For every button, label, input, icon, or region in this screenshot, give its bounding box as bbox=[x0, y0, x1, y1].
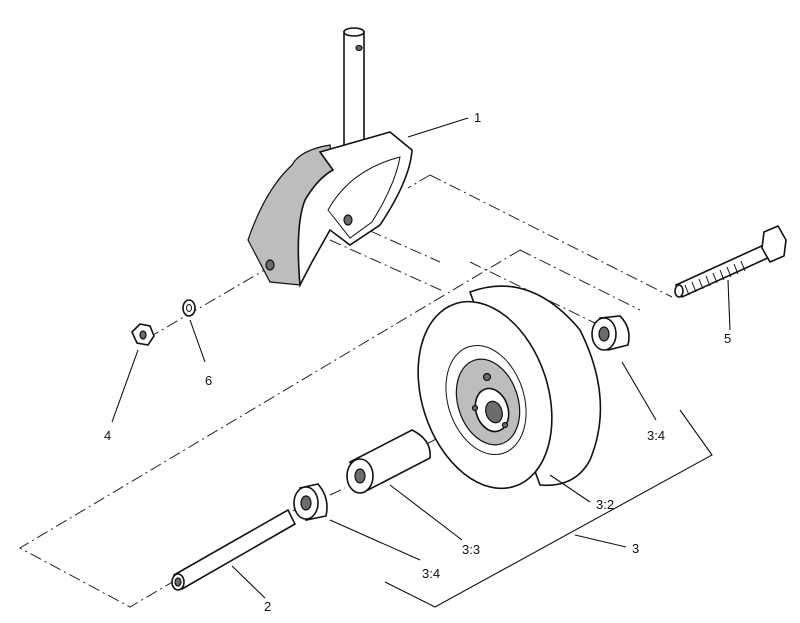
caster-fork-window bbox=[327, 156, 401, 239]
callout-6: 6 bbox=[205, 373, 212, 388]
axle-tube-body bbox=[172, 508, 297, 591]
caster-stem-top bbox=[343, 27, 365, 37]
bolt-thread bbox=[684, 260, 746, 296]
bolt-head bbox=[761, 224, 787, 264]
leader-6 bbox=[189, 319, 206, 363]
wheel-assembly bbox=[417, 285, 602, 490]
spacer-tube-bore bbox=[354, 468, 366, 484]
bearing-left bbox=[293, 483, 328, 521]
axle-bolt bbox=[674, 224, 787, 299]
caster-fork-body bbox=[297, 131, 413, 288]
wheel-rim-outer bbox=[445, 344, 527, 456]
caster-stem-pin-hole bbox=[355, 44, 363, 52]
callout-1: 1 bbox=[474, 110, 481, 125]
leader-3-4-right bbox=[621, 361, 657, 421]
centerline-nut bbox=[147, 267, 269, 339]
leader-4 bbox=[111, 349, 139, 423]
callout-2: 2 bbox=[264, 599, 271, 614]
leader-1 bbox=[407, 117, 469, 138]
valve-stem bbox=[482, 372, 492, 382]
spacer-tube bbox=[346, 429, 431, 494]
callout-3-2: 3:2 bbox=[596, 497, 614, 512]
bearing-right bbox=[591, 315, 630, 351]
bolt-tip bbox=[674, 284, 684, 298]
leader-lines bbox=[111, 117, 731, 599]
wheel-hub-bore bbox=[485, 400, 503, 424]
leader-3 bbox=[574, 534, 627, 548]
leader-3-4-left bbox=[329, 519, 421, 561]
lock-washer bbox=[182, 299, 196, 317]
bolt-shank bbox=[674, 242, 774, 299]
bearing-left-bore bbox=[300, 495, 312, 511]
callout-3-4-right: 3:4 bbox=[647, 428, 665, 443]
callout-3: 3 bbox=[632, 541, 639, 556]
callout-5: 5 bbox=[724, 331, 731, 346]
axle-tube-bore bbox=[174, 577, 182, 587]
callout-labels: 1 5 3:4 6 4 3:2 3 3:3 3:4 2 bbox=[104, 110, 731, 614]
leader-2 bbox=[231, 565, 266, 599]
lock-washer-hole bbox=[186, 304, 192, 312]
callout-3-3: 3:3 bbox=[462, 542, 480, 557]
callout-4: 4 bbox=[104, 428, 111, 443]
caster-fork-axle-hole-right bbox=[343, 214, 353, 226]
hex-nut-bore bbox=[139, 330, 147, 340]
axle-tube bbox=[171, 508, 297, 591]
bearing-right-bore bbox=[598, 326, 610, 342]
caster-fork bbox=[247, 27, 413, 288]
leader-3-2 bbox=[549, 474, 591, 503]
centerline-spacer bbox=[329, 424, 463, 496]
wheel-bolt-a bbox=[471, 404, 479, 412]
wheel-assembly-bracket bbox=[384, 409, 713, 608]
leader-5 bbox=[727, 279, 731, 331]
centerline-axle-box bbox=[18, 174, 673, 608]
wheel-bolt-b bbox=[501, 421, 509, 429]
callout-3-4-left: 3:4 bbox=[422, 566, 440, 581]
lock-washer-ring bbox=[182, 299, 196, 317]
hex-nut bbox=[131, 323, 155, 346]
leader-3-3 bbox=[389, 484, 463, 541]
caster-fork-axle-hole-left bbox=[265, 259, 275, 271]
